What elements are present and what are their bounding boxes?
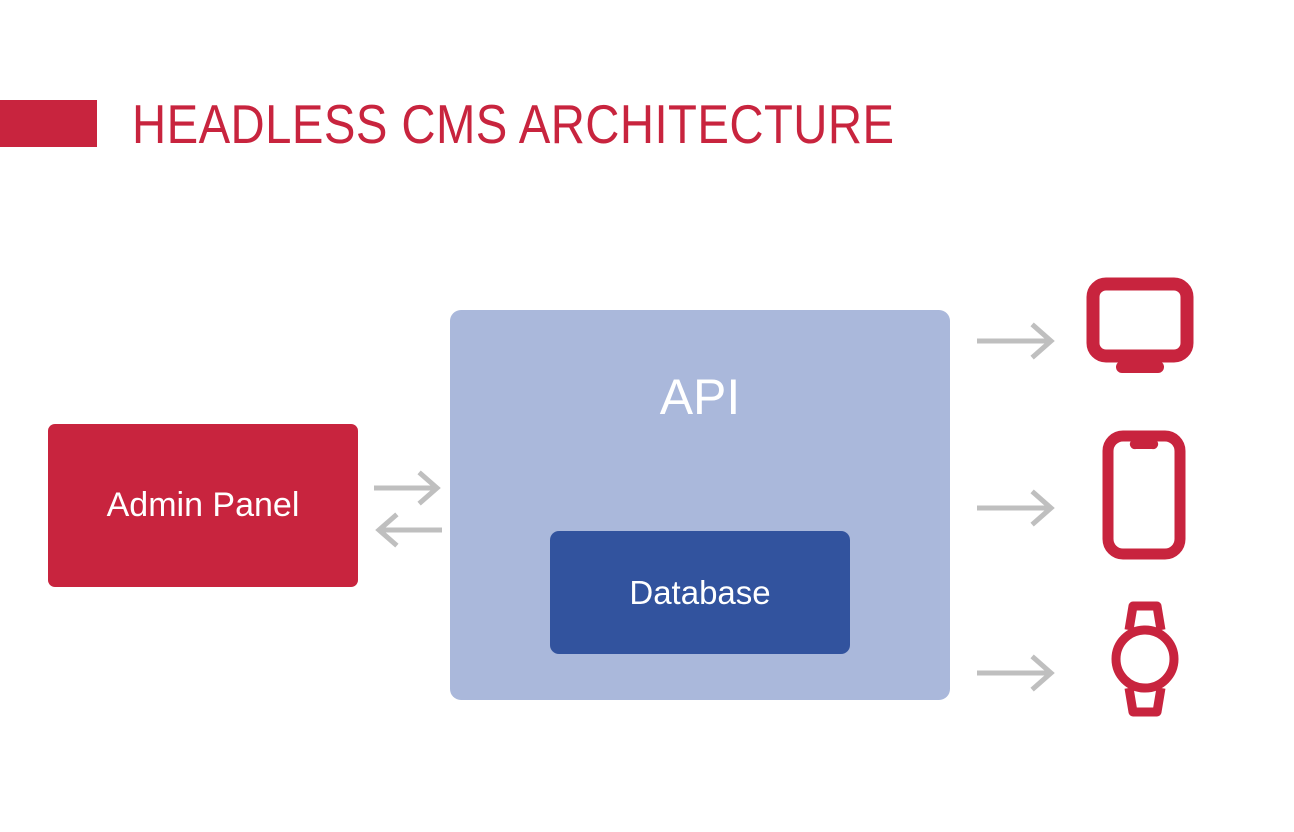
- arrow-api-to-mobile-icon: [975, 487, 1059, 534]
- smartphone-icon: [1100, 428, 1188, 567]
- arrow-api-to-admin-icon: [372, 512, 444, 553]
- monitor-icon: [1086, 277, 1194, 380]
- arrow-api-to-watch-icon: [975, 652, 1059, 699]
- title-accent-bar: [0, 100, 97, 147]
- database-node[interactable]: Database: [550, 531, 850, 654]
- admin-panel-node[interactable]: Admin Panel: [48, 424, 358, 587]
- page-title: HEADLESS CMS ARCHITECTURE: [132, 93, 895, 155]
- admin-panel-label: Admin Panel: [106, 486, 300, 524]
- arrow-api-to-desktop-icon: [975, 320, 1059, 367]
- smartwatch-icon: [1105, 598, 1185, 725]
- api-label: API: [659, 369, 741, 425]
- database-label: Database: [629, 573, 771, 611]
- arrow-admin-to-api-icon: [372, 470, 444, 511]
